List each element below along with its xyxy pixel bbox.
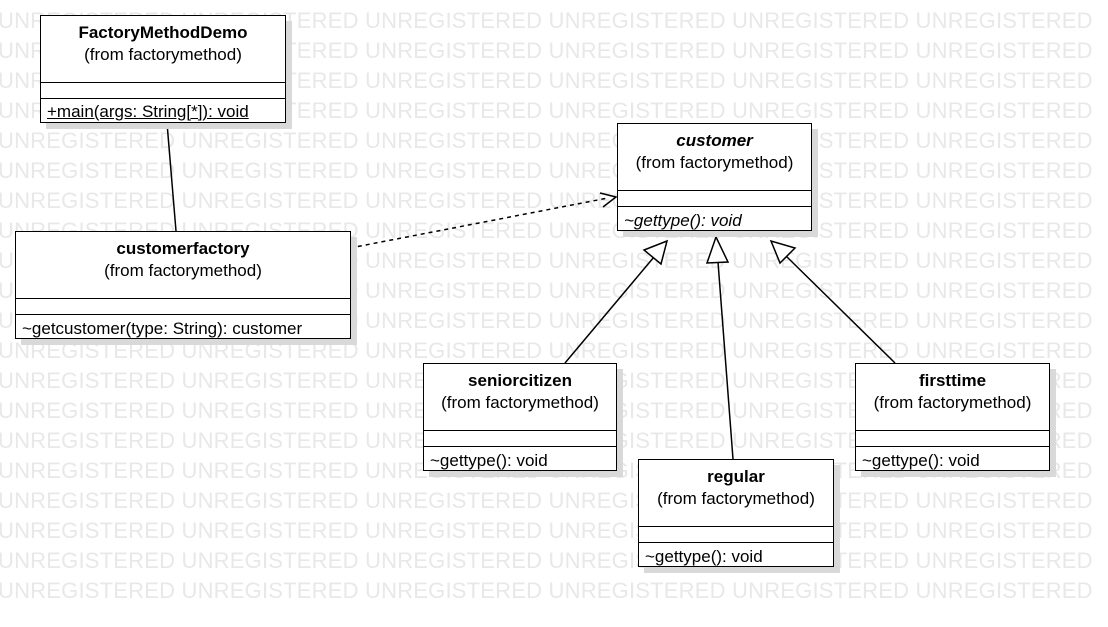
class-name: FactoryMethodDemo — [78, 23, 248, 42]
generalization-line-seniorcitizen — [564, 256, 655, 364]
dependency-line — [349, 197, 609, 249]
class-package: (from factorymethod) — [657, 489, 815, 508]
class-header: seniorcitizen (from factorymethod) — [424, 364, 616, 430]
class-name: seniorcitizen — [468, 371, 572, 390]
class-package: (from factorymethod) — [84, 45, 242, 64]
class-firsttime[interactable]: firsttime (from factorymethod) ~gettype(… — [855, 363, 1050, 471]
class-header: regular (from factorymethod) — [639, 460, 833, 526]
operations-compartment: ~getcustomer(type: String): customer — [16, 314, 350, 340]
class-package: (from factorymethod) — [104, 261, 262, 280]
class-name: regular — [707, 467, 765, 486]
class-package: (from factorymethod) — [635, 153, 794, 172]
class-customerfactory[interactable]: customerfactory (from factorymethod) ~ge… — [15, 231, 351, 339]
class-factory-method-demo[interactable]: FactoryMethodDemo (from factorymethod) +… — [40, 15, 286, 123]
class-header: FactoryMethodDemo (from factorymethod) — [41, 16, 285, 82]
association-line — [166, 122, 177, 232]
generalization-arrowhead-seniorcitizen — [642, 239, 669, 266]
dependency-arrowhead — [599, 192, 618, 208]
class-name: customer — [676, 131, 753, 150]
generalization-line-firsttime — [785, 255, 896, 364]
operation-gettype: ~gettype(): void — [862, 451, 980, 470]
operations-compartment: ~gettype(): void — [618, 206, 811, 232]
operation-gettype: ~gettype(): void — [430, 451, 548, 470]
attributes-compartment — [424, 430, 616, 446]
generalization-arrowhead-firsttime — [769, 239, 797, 265]
class-regular[interactable]: regular (from factorymethod) ~gettype():… — [638, 459, 834, 567]
class-package: (from factorymethod) — [873, 393, 1032, 412]
operation-getcustomer: ~getcustomer(type: String): customer — [22, 319, 303, 338]
class-name: firsttime — [918, 371, 987, 390]
operations-compartment: +main(args: String[*]): void — [41, 98, 285, 123]
attributes-compartment — [16, 298, 350, 314]
attributes-compartment — [639, 526, 833, 542]
operation-gettype: ~gettype(): void — [645, 547, 763, 566]
operation-main: +main(args: String[*]): void — [47, 102, 249, 121]
class-header: firsttime (from factorymethod) — [856, 364, 1049, 430]
operations-compartment: ~gettype(): void — [424, 446, 616, 472]
operations-compartment: ~gettype(): void — [639, 542, 833, 568]
generalization-arrowhead-regular — [705, 235, 730, 264]
class-header: customerfactory (from factorymethod) — [16, 232, 350, 298]
class-customer[interactable]: customer (from factorymethod) ~gettype()… — [617, 123, 812, 231]
operations-compartment: ~gettype(): void — [856, 446, 1049, 472]
class-name: customerfactory — [116, 239, 250, 258]
class-seniorcitizen[interactable]: seniorcitizen (from factorymethod) ~gett… — [423, 363, 617, 471]
operation-gettype: ~gettype(): void — [624, 211, 742, 230]
attributes-compartment — [618, 190, 811, 206]
generalization-line-regular — [717, 261, 734, 460]
class-package: (from factorymethod) — [441, 393, 599, 412]
attributes-compartment — [41, 82, 285, 98]
class-header: customer (from factorymethod) — [618, 124, 811, 190]
attributes-compartment — [856, 430, 1049, 446]
